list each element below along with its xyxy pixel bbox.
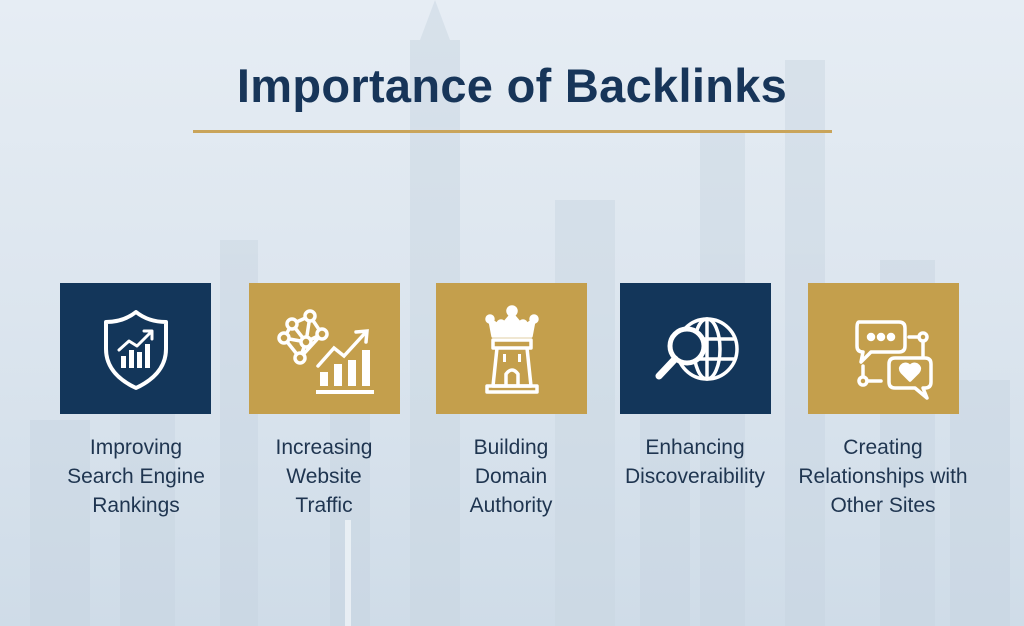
magnifier-globe-icon [655,316,739,381]
network-growth-chart-icon [276,308,374,394]
card-label-building-authority: Building Domain Authority [469,436,553,517]
card-improving-rankings [60,283,211,414]
card-enhancing-discoverability [620,283,771,414]
crown-tower-icon [484,304,539,394]
card-increasing-traffic [249,283,400,414]
card-label-improving-rankings: Improving Search Engine Rankings [67,436,205,517]
card-label-creating-relationships: Creating Relationships with Other Sites [798,436,968,517]
card-label-increasing-traffic: Increasing Website Traffic [275,436,373,517]
card-building-authority [436,283,587,414]
chat-bubbles-connection-icon [854,319,933,400]
title-underline-divider [193,130,832,133]
card-creating-relationships [808,283,959,414]
shield-chart-icon [103,309,168,390]
card-label-enhancing-discoverability: Enhancing Discoveraibility [624,436,766,488]
page-title: Importance of Backlinks [236,59,788,112]
